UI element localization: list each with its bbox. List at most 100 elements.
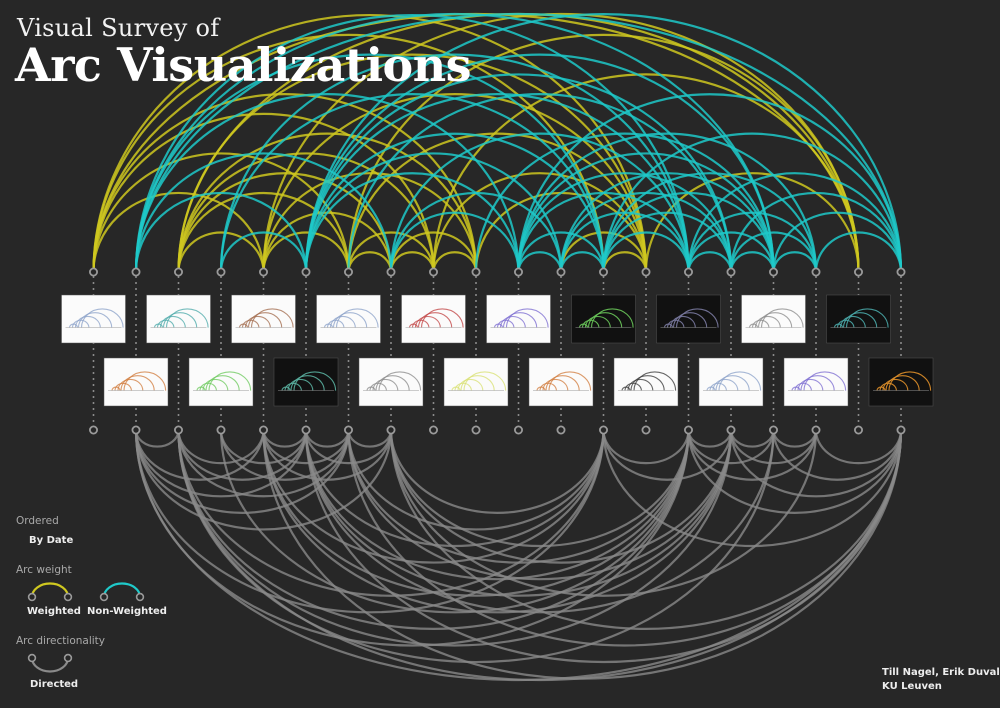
arc-directed-icon-node	[63, 653, 73, 663]
node-marker	[556, 425, 566, 435]
thumbnail-light-bar-green[interactable]	[188, 357, 254, 407]
thumbnail-light-arcs-grey[interactable]	[358, 357, 424, 407]
weighted-arc	[262, 172, 478, 273]
thumbnail-light-lines-teal[interactable]	[146, 294, 211, 344]
thumbnail-dark-arcs-thin[interactable]	[273, 357, 339, 407]
node-marker	[343, 425, 353, 435]
thumbnail-mark	[842, 312, 878, 328]
legend-ordered-value: By Date	[29, 535, 74, 546]
directed-arc	[262, 429, 350, 465]
thumbnail-mark	[760, 308, 804, 328]
directed-arc	[347, 429, 690, 564]
non-weighted-arc	[134, 12, 775, 273]
non-weighted-arc	[687, 211, 818, 273]
node-marker	[641, 267, 651, 277]
thumbnail-mark	[250, 308, 294, 328]
weighted-arc	[262, 231, 350, 273]
non-weighted-arc	[304, 53, 775, 273]
directed-arc	[134, 429, 180, 448]
thumbnail-mark	[120, 375, 155, 391]
thumbnail-light-ribbon-redblue[interactable]	[698, 357, 764, 407]
directed-arc	[347, 429, 393, 448]
directed-arc	[687, 429, 733, 448]
weighted-arc	[347, 251, 393, 273]
thumbnail-light-arcs-multi[interactable]	[103, 357, 169, 407]
thumbnail-light-arcs-purple-small[interactable]	[783, 357, 849, 407]
thumbnail-light-arcs-blue[interactable]	[61, 294, 126, 344]
thumbnail-mark	[754, 315, 781, 328]
directed-arc	[177, 429, 733, 647]
thumbnail-mark	[329, 315, 356, 328]
thumbnail-mark	[457, 378, 484, 391]
credits-authors: Till Nagel, Erik Duval	[882, 667, 1000, 678]
thumbnail-dark-arcs-green[interactable]	[571, 294, 636, 344]
directed-arc	[134, 429, 393, 531]
node-markers	[89, 267, 906, 435]
directed-arc	[602, 429, 733, 481]
node-marker	[131, 267, 141, 277]
non-weighted-arc	[389, 132, 690, 273]
directed-arc	[389, 429, 733, 564]
legend-icons	[27, 582, 145, 673]
directed-arc	[219, 429, 350, 481]
weighted-arc	[177, 191, 350, 273]
non-weighted-arc	[687, 172, 903, 273]
thumbnail-mark	[633, 371, 677, 391]
thumbnail-light-arcs-yellow[interactable]	[443, 357, 509, 407]
non-weighted-arc	[517, 251, 563, 273]
directed-arc	[602, 429, 903, 548]
thumbnail-light-network-grey[interactable]	[741, 294, 806, 344]
thumbnail-mark	[888, 371, 932, 391]
thumbnail-light-arcs-brown[interactable]	[231, 294, 296, 344]
directed-arc	[177, 429, 350, 498]
directed-arc	[177, 429, 903, 682]
arc-non-weighted-icon-node	[99, 592, 109, 602]
non-weighted-arc	[304, 152, 563, 273]
thumbnail-mark	[123, 371, 167, 391]
thumbnail-mark	[499, 315, 526, 328]
thumbnail-light-loops-red[interactable]	[401, 294, 466, 344]
arc-weighted-icon-node	[63, 592, 73, 602]
thumbnail-light-arcs-purple[interactable]	[486, 294, 551, 344]
thumbnail-mark	[74, 315, 101, 328]
node-marker	[896, 267, 906, 277]
weighted-arc	[262, 211, 393, 273]
non-weighted-arc	[219, 93, 605, 273]
non-weighted-arc	[602, 132, 903, 273]
directed-arc	[177, 429, 265, 465]
non-weighted-arc	[389, 211, 520, 273]
directed-arc	[729, 429, 818, 465]
non-weighted-arc	[304, 12, 903, 273]
non-weighted-arc	[134, 152, 393, 273]
thumbnail-dark-lens-orange[interactable]	[868, 357, 934, 407]
node-marker	[599, 267, 609, 277]
thumbnail-dark-arcs-teal[interactable]	[826, 294, 891, 344]
thumbnail-light-arcs-black[interactable]	[613, 357, 679, 407]
non-weighted-arc	[219, 53, 690, 273]
non-weighted-arc	[517, 172, 733, 273]
thumbnail-light-spiral-multi[interactable]	[528, 357, 594, 407]
thumbnail-mark	[803, 371, 847, 391]
directed-arc	[304, 429, 393, 465]
thumbnail-mark	[372, 378, 399, 391]
non-weighted-arc	[474, 132, 775, 273]
thumbnail-frame	[358, 357, 424, 407]
weighted-arc	[389, 231, 478, 273]
thumbnail-dark-text-grid[interactable]	[656, 294, 721, 344]
non-weighted-arc	[517, 132, 818, 273]
lower-arc-group	[134, 429, 903, 682]
non-weighted-arc	[304, 172, 520, 273]
legend-weighted-label: Weighted	[27, 606, 81, 617]
thumbnail-frame	[656, 294, 721, 344]
thumbnail-frame	[698, 357, 764, 407]
thumbnail-light-circles-blue[interactable]	[316, 294, 381, 344]
non-weighted-arc	[219, 231, 308, 273]
non-weighted-arc	[602, 191, 775, 273]
thumbnail-mark	[293, 371, 337, 391]
node-marker	[726, 425, 736, 435]
thumbnail-mark	[290, 375, 325, 391]
node-marker	[514, 425, 524, 435]
thumbnail-mark	[712, 378, 739, 391]
directed-arc	[304, 429, 775, 614]
non-weighted-arc	[134, 12, 903, 273]
